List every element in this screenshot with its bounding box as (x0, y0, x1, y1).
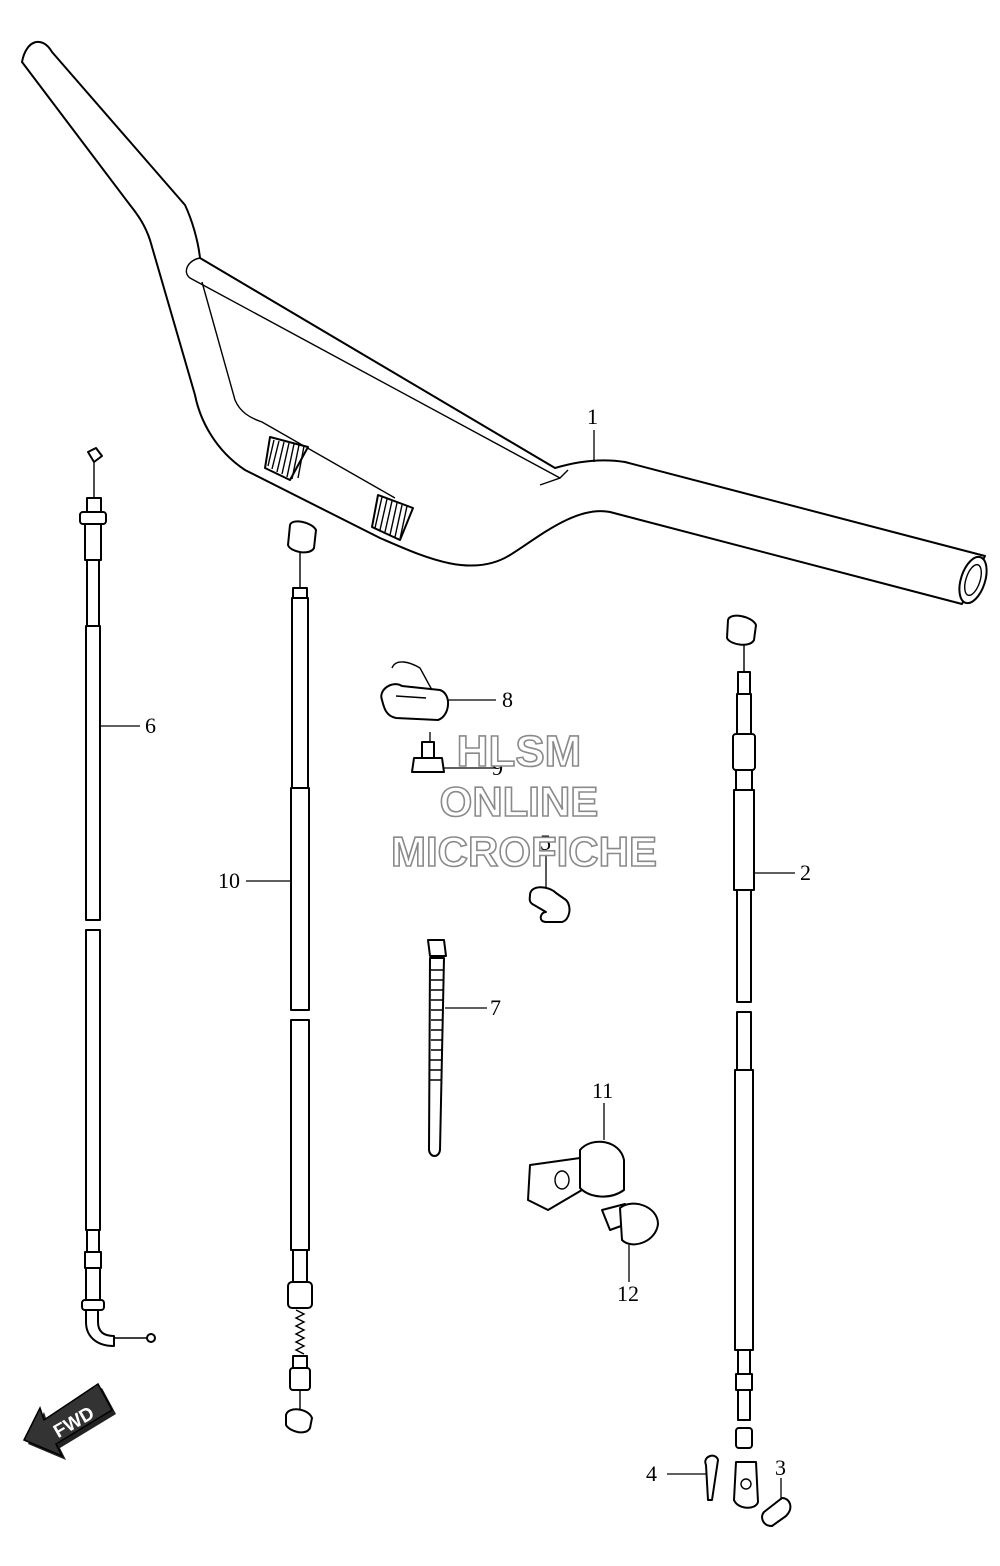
callout-2: 2 (800, 860, 811, 885)
callout-11: 11 (592, 1078, 613, 1103)
callout-10: 10 (218, 868, 240, 893)
cable-clamp[interactable] (528, 852, 571, 923)
watermark: HLSM ONLINE MICROFICHE (390, 726, 658, 876)
callout-7: 7 (490, 995, 501, 1020)
watermark-line-3: MICROFICHE (391, 828, 657, 875)
watermark-line-1: HLSM (457, 727, 582, 776)
cotter-pin[interactable] (667, 1454, 719, 1501)
callout-12: 12 (617, 1281, 639, 1306)
cable-left[interactable] (79, 447, 156, 1347)
callout-4: 4 (646, 1461, 657, 1486)
watermark-line-2: ONLINE (440, 778, 599, 825)
callout-9: 9 (492, 755, 503, 780)
callout-5: 5 (540, 830, 551, 855)
cable-center[interactable] (246, 520, 317, 1434)
knurl-band-left (264, 436, 309, 481)
bolt-small[interactable] (411, 732, 496, 773)
callout-1: 1 (587, 404, 598, 429)
callout-6: 6 (145, 713, 156, 738)
bolt-large[interactable] (601, 1202, 659, 1282)
callout-3: 3 (775, 1455, 786, 1480)
wire-clamp[interactable] (380, 661, 496, 721)
knurl-band-right (371, 494, 414, 541)
bracket-clamp[interactable] (527, 1103, 625, 1211)
fwd-arrow-icon: FWD (22, 1382, 116, 1460)
handlebar[interactable] (21, 40, 992, 607)
callout-8: 8 (502, 687, 513, 712)
cable-tie[interactable] (427, 939, 487, 1157)
pin[interactable] (761, 1478, 792, 1527)
throttle-cable-right[interactable] (726, 614, 795, 1509)
